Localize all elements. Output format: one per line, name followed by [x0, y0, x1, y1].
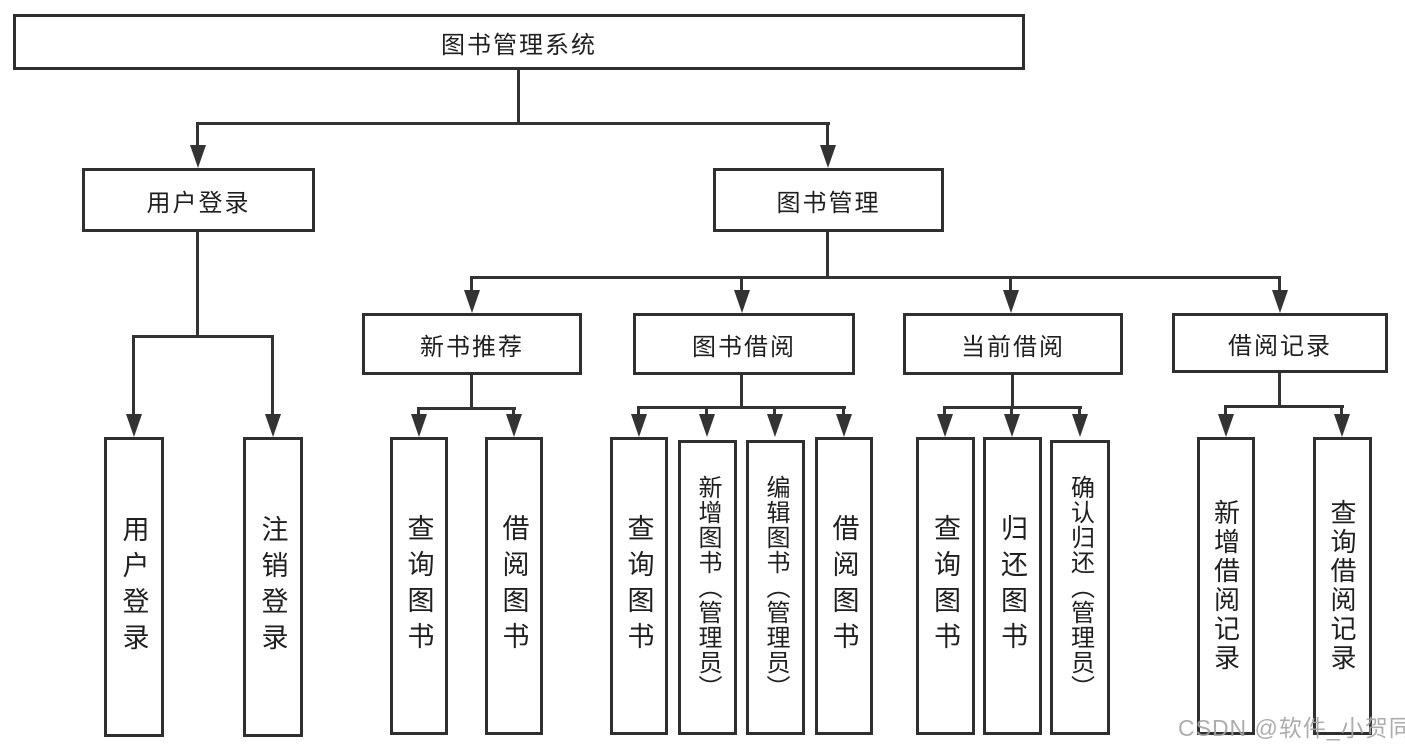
leaf-rec-borrow-books: 借阅图书	[485, 437, 543, 735]
connector-vline	[842, 406, 845, 417]
arrowhead-down-icon	[836, 414, 852, 437]
connector-hline	[470, 276, 1281, 279]
connector-hline	[417, 407, 516, 410]
leaf-cb-query-books-label: 查询图书	[930, 514, 960, 658]
node-new-book-recommend: 新书推荐	[362, 313, 582, 375]
connector-vline	[1340, 405, 1343, 417]
leaf-cb-return-books-label: 归还图书	[997, 514, 1027, 658]
arrowhead-down-icon	[1334, 414, 1350, 437]
leaf-bb-borrow-books: 借阅图书	[815, 437, 873, 735]
leaf-cb-confirm-return-label: 确认归还（管理员）	[1066, 475, 1094, 700]
connector-vline	[517, 70, 520, 122]
connector-vline	[1010, 406, 1013, 417]
arrowhead-down-icon	[699, 414, 715, 437]
arrowhead-down-icon	[506, 414, 522, 437]
leaf-rec-query-books-label: 查询图书	[403, 514, 434, 658]
node-root: 图书管理系统	[13, 14, 1025, 70]
connector-vline	[740, 276, 743, 294]
leaf-bb-add-books: 新增图书（管理员）	[678, 440, 737, 735]
csdn-watermark: CSDN @软件_小贺同学	[1178, 715, 1405, 741]
connector-vline	[943, 406, 946, 417]
arrowhead-down-icon	[767, 414, 783, 437]
leaf-rec-query-books: 查询图书	[390, 437, 448, 735]
leaf-logout: 注销登录	[243, 437, 303, 737]
arrowhead-down-icon	[1004, 414, 1020, 437]
connector-vline	[1009, 276, 1012, 294]
leaf-user-login-label: 用户登录	[118, 515, 149, 659]
leaf-user-login: 用户登录	[104, 437, 164, 737]
arrowhead-down-icon	[126, 414, 142, 437]
connector-vline	[637, 406, 640, 417]
connector-vline	[417, 407, 420, 417]
arrowhead-down-icon	[265, 414, 281, 437]
leaf-bb-query-books: 查询图书	[610, 437, 668, 735]
leaf-bb-query-books-label: 查询图书	[623, 514, 654, 658]
connector-vline	[1011, 375, 1014, 406]
node-user-login: 用户登录	[82, 168, 315, 232]
connector-vline	[740, 375, 743, 406]
connector-vline	[470, 276, 473, 294]
connector-hline	[1224, 405, 1344, 408]
node-new-book-recommend-label: 新书推荐	[420, 333, 524, 361]
leaf-br-query-record: 查询借阅记录	[1313, 437, 1372, 735]
arrowhead-down-icon	[734, 290, 750, 313]
connector-vline	[1224, 405, 1227, 417]
leaf-rec-borrow-books-label: 借阅图书	[498, 514, 529, 658]
node-book-borrow: 图书借阅	[633, 313, 855, 375]
leaf-cb-confirm-return: 确认归还（管理员）	[1050, 440, 1110, 735]
node-borrow-records: 借阅记录	[1172, 313, 1388, 373]
arrowhead-down-icon	[1272, 290, 1288, 313]
connector-vline	[512, 407, 515, 417]
arrowhead-down-icon	[937, 414, 953, 437]
leaf-br-query-record-label: 查询借阅记录	[1327, 499, 1357, 673]
node-book-management: 图书管理	[713, 168, 944, 232]
connector-hline	[132, 335, 274, 338]
leaf-bb-edit-books: 编辑图书（管理员）	[746, 440, 805, 735]
arrowhead-down-icon	[820, 145, 836, 168]
connector-vline	[470, 375, 473, 407]
leaf-bb-edit-books-label: 编辑图书（管理员）	[762, 475, 789, 700]
leaf-br-add-record: 新增借阅记录	[1197, 437, 1255, 735]
connector-vline	[773, 406, 776, 417]
connector-vline	[196, 122, 199, 150]
connector-vline	[196, 232, 199, 335]
node-current-borrow-label: 当前借阅	[961, 333, 1065, 361]
arrowhead-down-icon	[1072, 414, 1088, 437]
node-root-label: 图书管理系统	[441, 31, 597, 59]
arrowhead-down-icon	[1003, 290, 1019, 313]
node-book-management-label: 图书管理	[776, 189, 881, 217]
leaf-logout-label: 注销登录	[257, 515, 288, 659]
connector-vline	[1278, 373, 1281, 405]
connector-vline	[1078, 406, 1081, 417]
node-user-login-label: 用户登录	[146, 189, 251, 217]
connector-vline	[132, 335, 135, 417]
arrowhead-down-icon	[190, 145, 206, 168]
node-borrow-records-label: 借阅记录	[1228, 332, 1332, 360]
connector-vline	[826, 122, 829, 150]
connector-hline	[197, 122, 830, 125]
connector-hline	[637, 406, 846, 409]
leaf-bb-add-books-label: 新增图书（管理员）	[694, 475, 721, 700]
connector-vline	[1278, 276, 1281, 294]
arrowhead-down-icon	[1218, 414, 1234, 437]
arrowhead-down-icon	[631, 414, 647, 437]
leaf-cb-return-books: 归还图书	[983, 437, 1042, 735]
leaf-cb-query-books: 查询图书	[916, 437, 975, 735]
connector-vline	[826, 232, 829, 276]
arrowhead-down-icon	[411, 414, 427, 437]
connector-vline	[705, 406, 708, 417]
leaf-br-add-record-label: 新增借阅记录	[1210, 499, 1241, 673]
node-book-borrow-label: 图书借阅	[692, 333, 796, 361]
node-current-borrow: 当前借阅	[903, 313, 1123, 375]
leaf-bb-borrow-books-label: 借阅图书	[828, 514, 859, 658]
connector-vline	[271, 335, 274, 417]
arrowhead-down-icon	[464, 290, 480, 313]
